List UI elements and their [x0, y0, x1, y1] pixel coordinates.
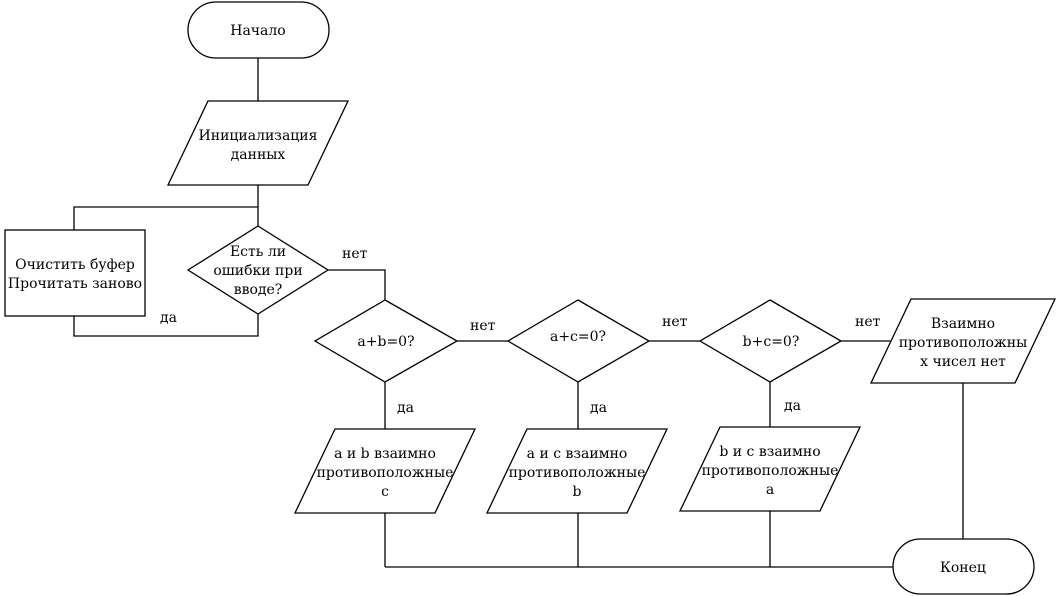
out-none-parallelogram [869, 298, 1057, 384]
check-ab-diamond [313, 299, 459, 383]
start-node: Начало [187, 1, 330, 59]
line-error-yes [73, 314, 259, 337]
end-terminator [892, 538, 1035, 595]
check-ac-node: a+c=0? [506, 299, 651, 383]
out-ab-line2: противоположные [317, 465, 454, 481]
clear-buffer-node: Очистить буфер Прочитать заново [4, 229, 146, 317]
end-node: Конец [892, 538, 1035, 595]
edge-labels: нет да нет да нет да нет да [160, 246, 881, 416]
line-loop-return [73, 206, 258, 230]
edge-label-ab-yes: да [397, 400, 414, 416]
out-none-line2: противоположны [899, 335, 1028, 351]
init-parallelogram [166, 100, 350, 186]
connectors [73, 58, 964, 568]
edge-label-ac-yes: да [590, 400, 607, 416]
line-error-no [326, 269, 386, 300]
start-label: Начало [230, 23, 285, 39]
error-check-line1: Есть ли [230, 244, 286, 260]
error-check-line3: вводе? [234, 282, 283, 298]
check-ab-label: a+b=0? [357, 334, 414, 350]
edge-label-error-no: нет [342, 246, 368, 262]
out-ac-line1: a и c взаимно [527, 446, 628, 462]
out-bc-line2: противоположные [702, 463, 839, 479]
check-bc-diamond [698, 299, 843, 383]
out-ab-parallelogram [293, 428, 477, 514]
edge-label-error-yes: да [160, 310, 177, 326]
check-bc-label: b+c=0? [743, 334, 800, 350]
check-ab-node: a+b=0? [313, 299, 459, 383]
start-terminator [187, 1, 330, 59]
end-label: Конец [940, 560, 986, 576]
out-ac-node: a и c взаимно противоположные b [485, 428, 669, 514]
out-none-line1: Взаимно [931, 316, 995, 332]
init-label-line2: данных [231, 147, 286, 163]
out-bc-line3: a [766, 482, 774, 498]
init-label-line1: Инициализация [199, 128, 318, 144]
clear-buffer-line1: Очистить буфер [15, 257, 135, 273]
out-ab-line1: a и b взаимно [334, 446, 436, 462]
error-check-node: Есть ли ошибки при вводе? [186, 225, 330, 315]
edge-label-bc-no: нет [855, 314, 881, 330]
out-none-node: Взаимно противоположны х чисел нет [869, 298, 1057, 384]
out-none-line3: х чисел нет [920, 354, 1006, 370]
out-ab-node: a и b взаимно противоположные c [293, 428, 477, 514]
out-ab-line3: c [381, 484, 389, 500]
out-bc-parallelogram [678, 426, 862, 512]
init-node: Инициализация данных [166, 100, 350, 186]
clear-buffer-rect [4, 229, 146, 317]
out-bc-node: b и c взаимно противоположные a [678, 426, 862, 512]
check-ac-label: a+c=0? [550, 329, 606, 345]
check-ac-diamond [506, 299, 651, 383]
out-ac-parallelogram [485, 428, 669, 514]
out-ac-line2: противоположные [509, 465, 646, 481]
edge-label-ac-no: нет [662, 314, 688, 330]
edge-label-ab-no: нет [470, 318, 496, 334]
out-bc-line1: b и c взаимно [719, 444, 820, 460]
clear-buffer-line2: Прочитать заново [8, 276, 142, 292]
check-bc-node: b+c=0? [698, 299, 843, 383]
error-check-diamond [186, 225, 330, 315]
error-check-line2: ошибки при [213, 263, 302, 279]
out-ac-line3: b [573, 484, 582, 500]
edge-label-bc-yes: да [784, 398, 801, 414]
